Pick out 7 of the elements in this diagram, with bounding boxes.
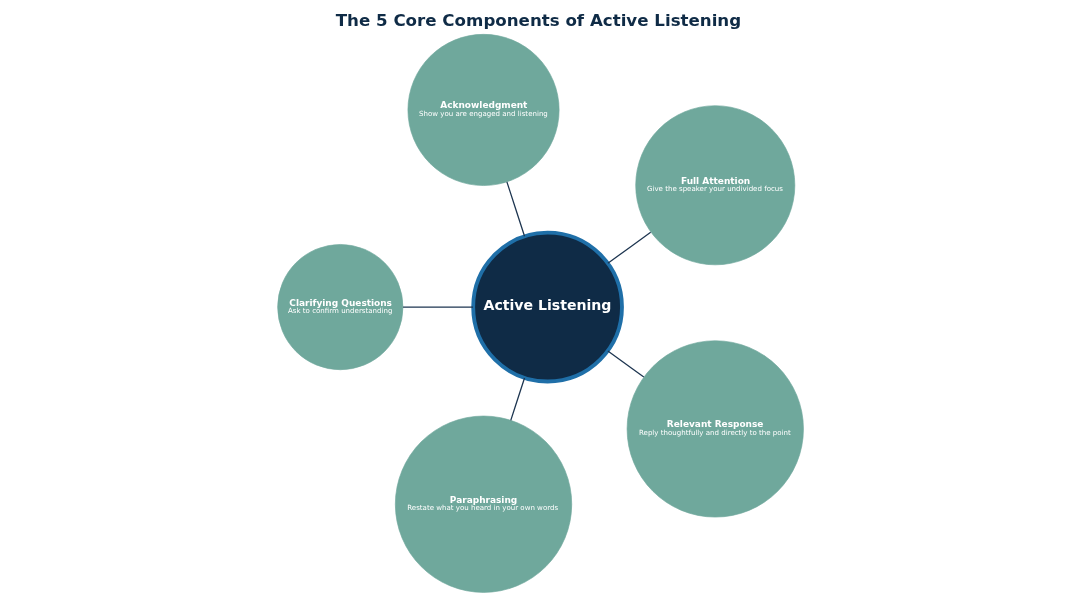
connector: [401, 306, 474, 308]
connector: [509, 377, 525, 421]
connector: [606, 350, 644, 378]
diagram-title: The 5 Core Components of Active Listening: [335, 10, 741, 30]
node-circle: Active Listening: [470, 230, 624, 384]
connector: [505, 181, 525, 237]
connector: [606, 231, 651, 264]
